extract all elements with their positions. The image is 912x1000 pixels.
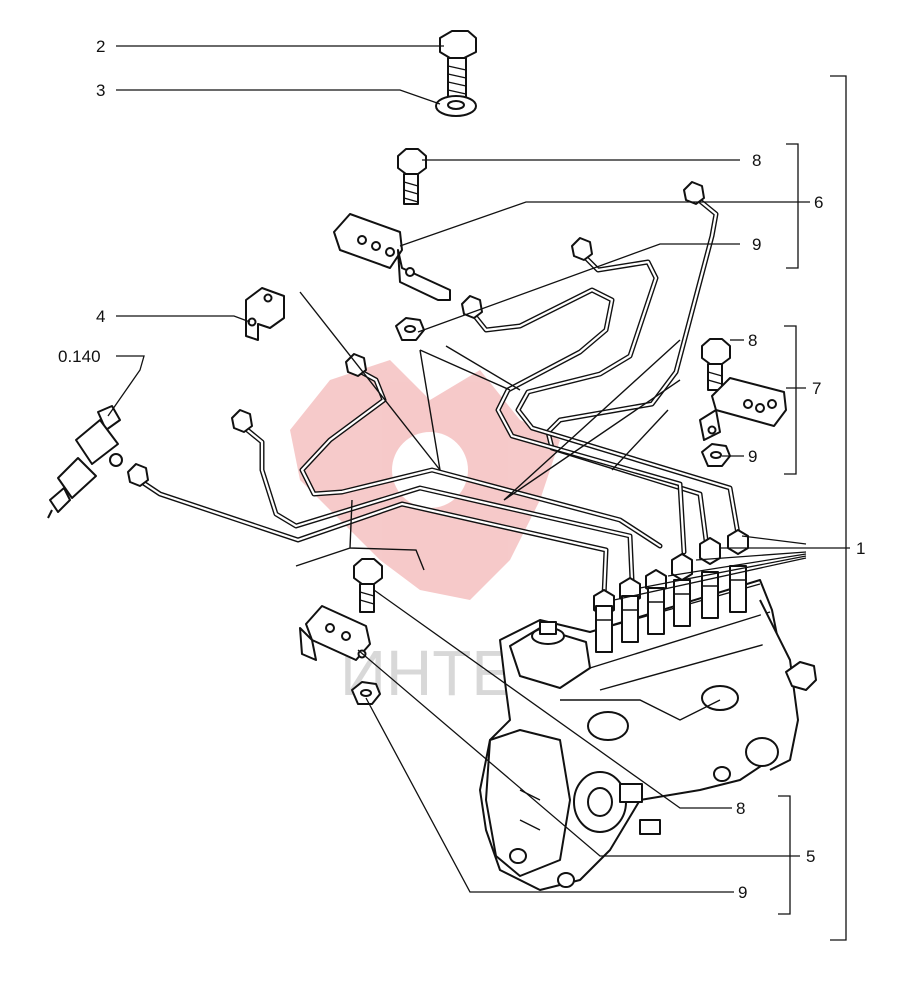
bolt-part-8-right (701, 338, 731, 391)
clamp-part-6 (333, 213, 451, 301)
delivery-valves (595, 565, 747, 653)
bolt-part-2 (439, 30, 477, 99)
callout-3: 3 (96, 81, 105, 100)
injector-part-0140 (47, 405, 123, 519)
callout-6: 6 (814, 193, 823, 212)
bolt-part-8-top (397, 148, 427, 205)
bolt-part-8-lower (353, 558, 383, 613)
washer-part-3 (435, 95, 477, 117)
callout-4: 4 (96, 307, 105, 326)
callout-7: 7 (812, 379, 821, 398)
bracket-part-4 (245, 287, 285, 341)
clamp-part-7 (699, 377, 787, 441)
callout-8-top: 8 (752, 151, 761, 170)
callout-0140: 0.140 (58, 347, 101, 366)
group-brackets (778, 75, 847, 941)
callout-9-lower: 9 (738, 883, 747, 902)
nut-part-9-right (701, 443, 731, 467)
watermark-logo (290, 360, 560, 600)
callout-9-top: 9 (752, 235, 761, 254)
callout-1: 1 (856, 539, 865, 558)
leader-lines (107, 45, 850, 893)
callout-2: 2 (96, 37, 105, 56)
nut-part-9-lower (351, 681, 381, 705)
injection-pipes-part-1 (127, 181, 749, 617)
clamp-part-5 (299, 605, 371, 661)
callout-9-right: 9 (748, 447, 757, 466)
callout-5: 5 (806, 847, 815, 866)
nut-part-9-upper (395, 317, 425, 341)
callout-8-lower: 8 (736, 799, 745, 818)
injection-pump-body (479, 565, 817, 891)
clamp-alignment-lines (295, 291, 681, 571)
callout-8-right: 8 (748, 331, 757, 350)
callout-labels: 2 3 8 6 9 4 0.140 8 7 9 1 8 5 9 (58, 37, 865, 902)
